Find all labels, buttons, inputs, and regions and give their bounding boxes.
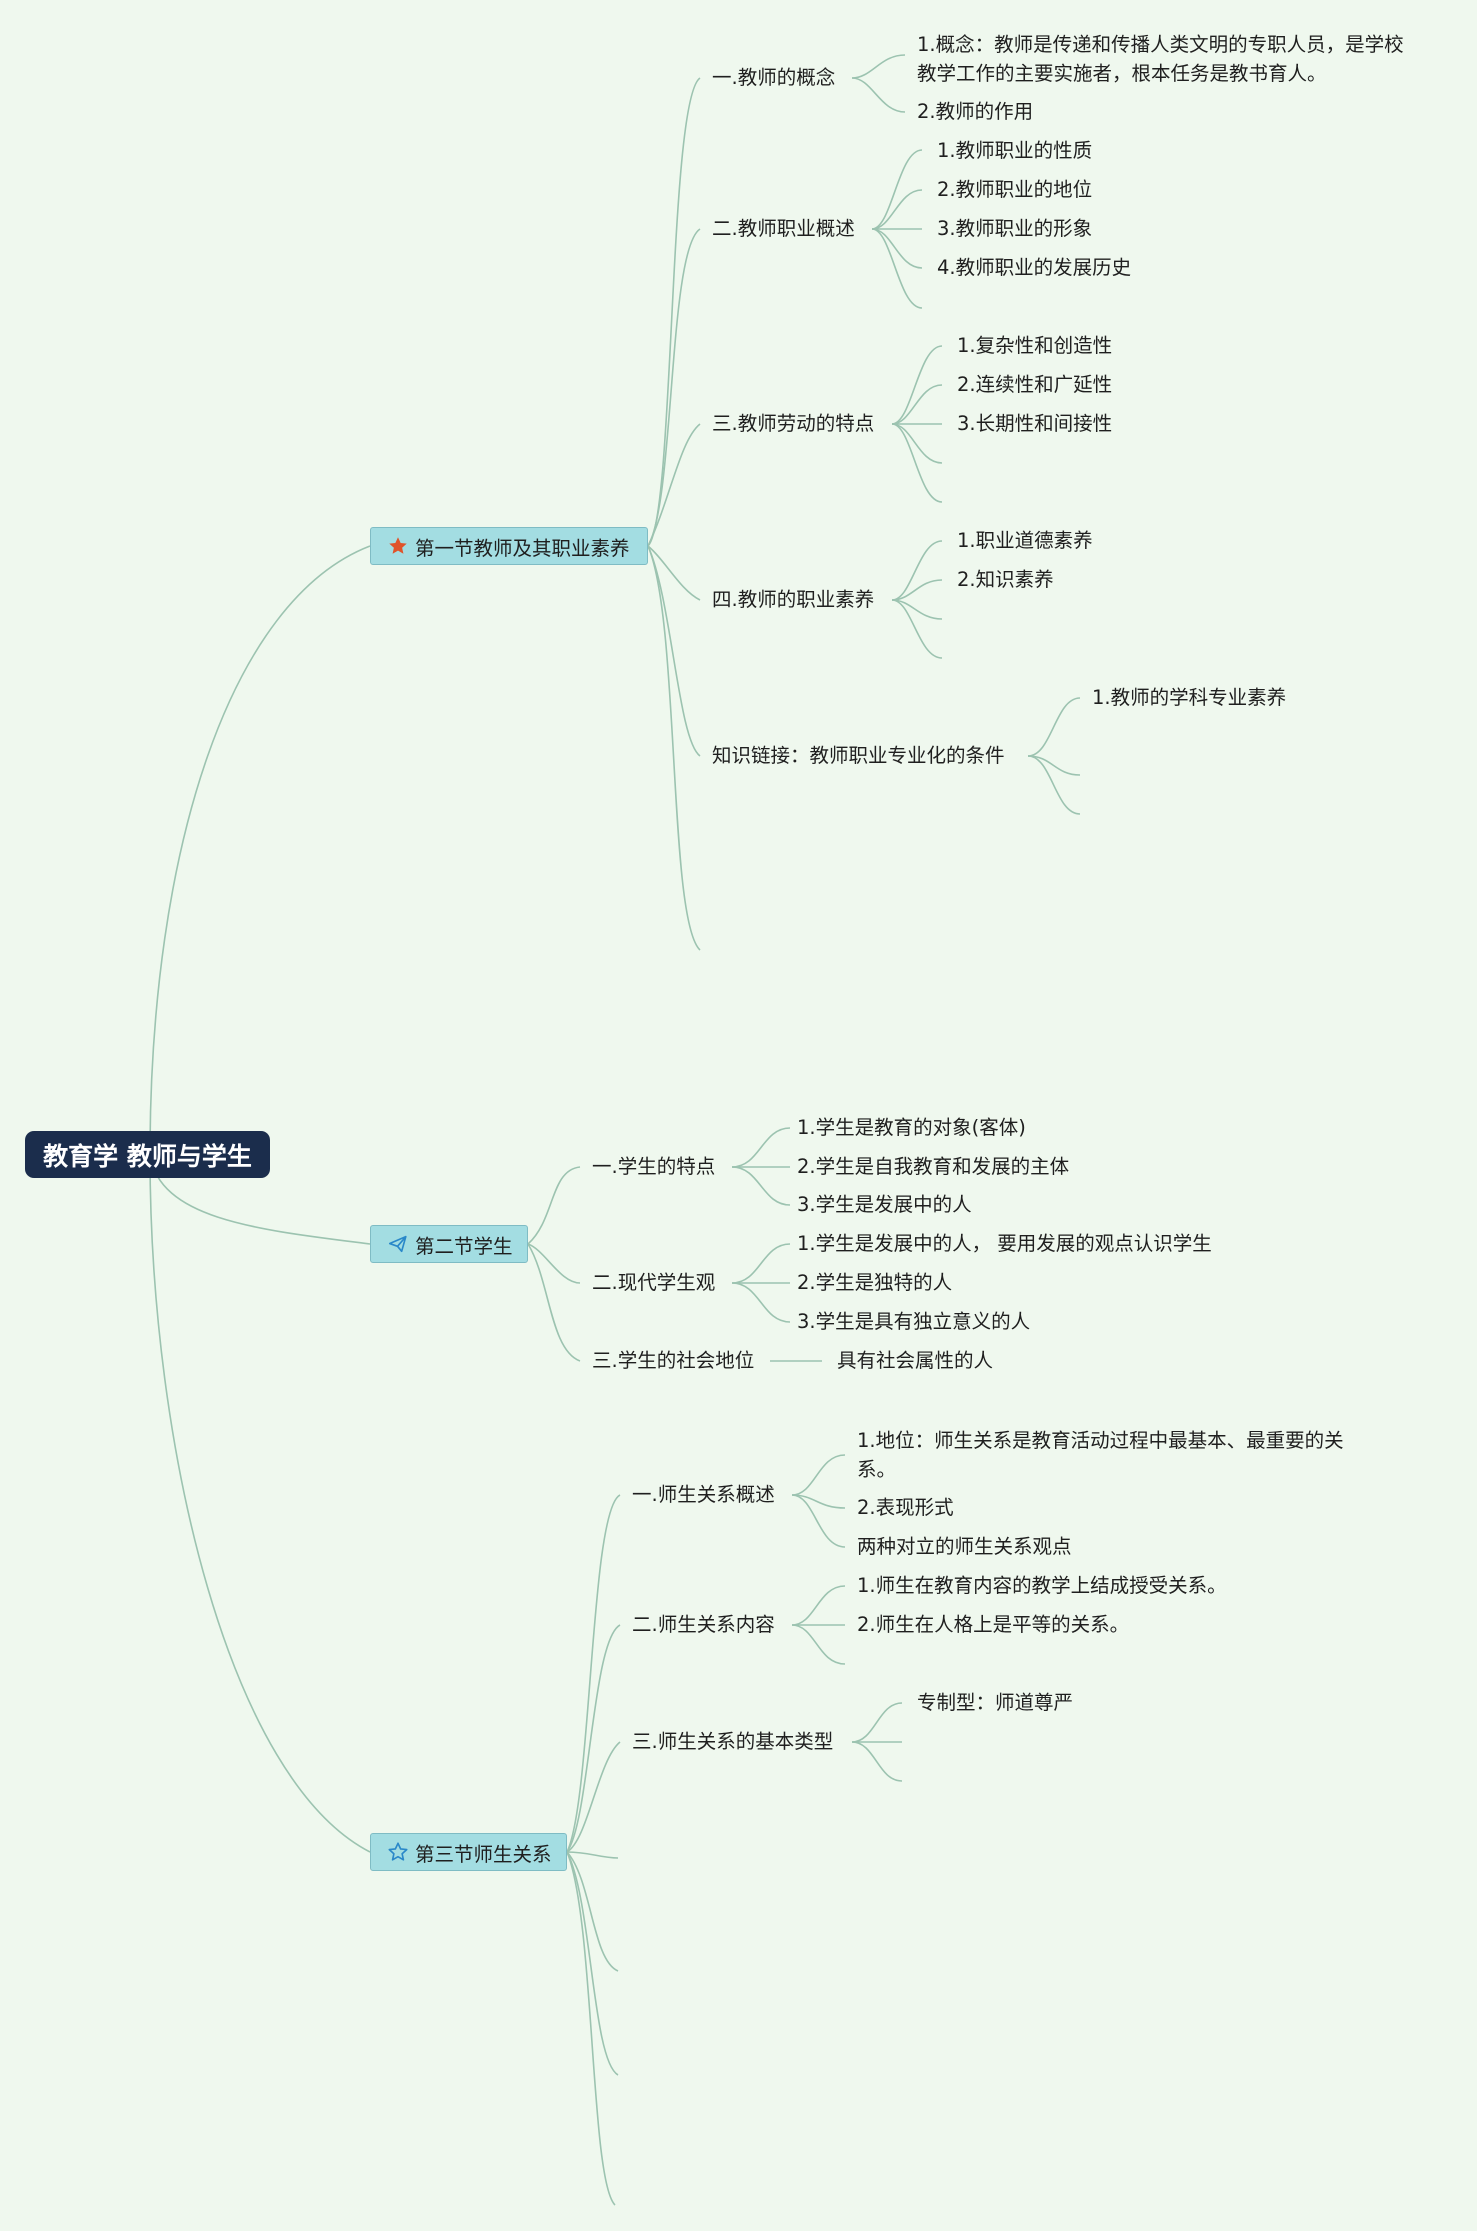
topic-professional-quality[interactable]: 四.教师的职业素养	[712, 588, 875, 611]
leaf-profession-status[interactable]: 2.教师职业的地位	[937, 178, 1093, 201]
leaf-profession-history[interactable]: 4.教师职业的发展历史	[937, 256, 1132, 279]
section-node-relationship[interactable]: 第三节师生关系	[370, 1833, 567, 1871]
leaf-subject-quality[interactable]: 1.教师的学科专业素养	[1092, 686, 1287, 709]
topic-modern-student-view[interactable]: 二.现代学生观	[592, 1271, 716, 1294]
leaf-student-subject[interactable]: 2.学生是自我教育和发展的主体	[797, 1155, 1070, 1178]
leaf-labor-complexity[interactable]: 1.复杂性和创造性	[957, 334, 1113, 357]
section-title: 第二节学生	[415, 1234, 513, 1258]
topic-student-traits[interactable]: 一.学生的特点	[592, 1155, 716, 1178]
star-filled-icon	[387, 535, 409, 557]
section-node-student[interactable]: 第二节学生	[370, 1225, 528, 1263]
leaf-relation-autocratic[interactable]: 专制型：师道尊严	[917, 1691, 1074, 1714]
leaf-modern-unique[interactable]: 2.学生是独特的人	[797, 1271, 953, 1294]
topic-relation-overview[interactable]: 一.师生关系概述	[632, 1483, 775, 1506]
root-node[interactable]: 教育学 教师与学生	[25, 1131, 270, 1178]
leaf-modern-independent[interactable]: 3.学生是具有独立意义的人	[797, 1310, 1031, 1333]
leaf-profession-nature[interactable]: 1.教师职业的性质	[937, 139, 1093, 162]
topic-knowledge-link[interactable]: 知识链接：教师职业专业化的条件	[712, 744, 1005, 767]
leaf-modern-developing[interactable]: 1.学生是发展中的人， 要用发展的观点认识学生	[797, 1232, 1212, 1255]
leaf-concept-definition[interactable]: 1.概念：教师是传递和传播人类文明的专职人员，是学校教学工作的主要实施者，根本任…	[917, 33, 1404, 85]
section-title: 第三节师生关系	[415, 1842, 552, 1866]
leaf-relation-forms[interactable]: 2.表现形式	[857, 1496, 954, 1519]
leaf-student-object[interactable]: 1.学生是教育的对象(客体)	[797, 1116, 1026, 1139]
leaf-profession-image[interactable]: 3.教师职业的形象	[937, 217, 1093, 240]
topic-relation-types[interactable]: 三.师生关系的基本类型	[632, 1730, 834, 1753]
leaf-teacher-role[interactable]: 2.教师的作用	[917, 100, 1034, 123]
leaf-knowledge-quality[interactable]: 2.知识素养	[957, 568, 1054, 591]
leaf-social-attribute[interactable]: 具有社会属性的人	[837, 1349, 994, 1372]
topic-relation-content[interactable]: 二.师生关系内容	[632, 1613, 775, 1636]
star-outline-icon	[387, 1841, 409, 1863]
section-node-teacher[interactable]: 第一节教师及其职业素养	[370, 527, 648, 565]
topic-teacher-concept[interactable]: 一.教师的概念	[712, 66, 836, 89]
leaf-student-developing[interactable]: 3.学生是发展中的人	[797, 1193, 972, 1216]
leaf-labor-continuity[interactable]: 2.连续性和广延性	[957, 373, 1113, 396]
root-title: 教育学 教师与学生	[43, 1141, 252, 1171]
paper-plane-icon	[387, 1233, 409, 1255]
topic-profession-overview[interactable]: 二.教师职业概述	[712, 217, 855, 240]
topic-labor-features[interactable]: 三.教师劳动的特点	[712, 412, 875, 435]
leaf-relation-equal[interactable]: 2.师生在人格上是平等的关系。	[857, 1613, 1130, 1636]
section-title: 第一节教师及其职业素养	[415, 536, 630, 560]
topic-social-status[interactable]: 三.学生的社会地位	[592, 1349, 755, 1372]
leaf-relation-teaching[interactable]: 1.师生在教育内容的教学上结成授受关系。	[857, 1574, 1227, 1597]
leaf-relation-position[interactable]: 1.地位：师生关系是教育活动过程中最基本、最重要的关系。	[857, 1429, 1344, 1481]
leaf-relation-opposing-views[interactable]: 两种对立的师生关系观点	[857, 1535, 1072, 1558]
leaf-labor-longterm[interactable]: 3.长期性和间接性	[957, 412, 1113, 435]
leaf-ethics-quality[interactable]: 1.职业道德素养	[957, 529, 1093, 552]
